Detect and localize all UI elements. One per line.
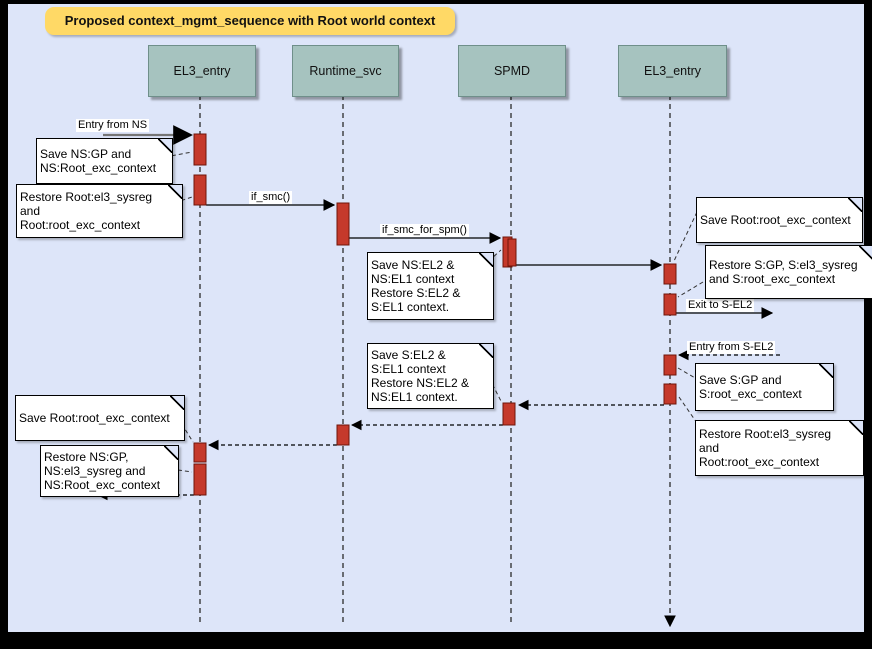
connector-save-root-right	[673, 211, 698, 262]
activation-el3-right-3	[663, 354, 677, 376]
connector-restore-s-gp	[677, 281, 704, 298]
activation-el3-left-3	[193, 442, 207, 463]
activation-spmd-2	[502, 402, 516, 426]
activation-el3-left-4	[193, 463, 207, 496]
activation-el3-right-1	[663, 263, 677, 285]
activation-runtime-1	[336, 202, 350, 246]
activation-el3-right-2	[663, 293, 677, 316]
activation-el3-right-4	[663, 383, 677, 405]
connector-save-ns-gp	[164, 151, 193, 158]
activation-spmd-1-nested	[507, 238, 517, 267]
connector-restore-root-right	[678, 396, 698, 424]
activation-el3-left-2	[193, 174, 207, 206]
activation-el3-left-1	[193, 133, 207, 166]
connector-save-root-left	[177, 417, 194, 443]
connector-restore-root-left	[167, 196, 193, 206]
activation-runtime-2	[336, 424, 350, 446]
connector-restore-ns-gp	[170, 468, 193, 473]
connector-save-s-gp	[677, 367, 698, 380]
connector-save-s-el2	[485, 371, 503, 404]
connector-save-ns-el2	[472, 249, 502, 276]
